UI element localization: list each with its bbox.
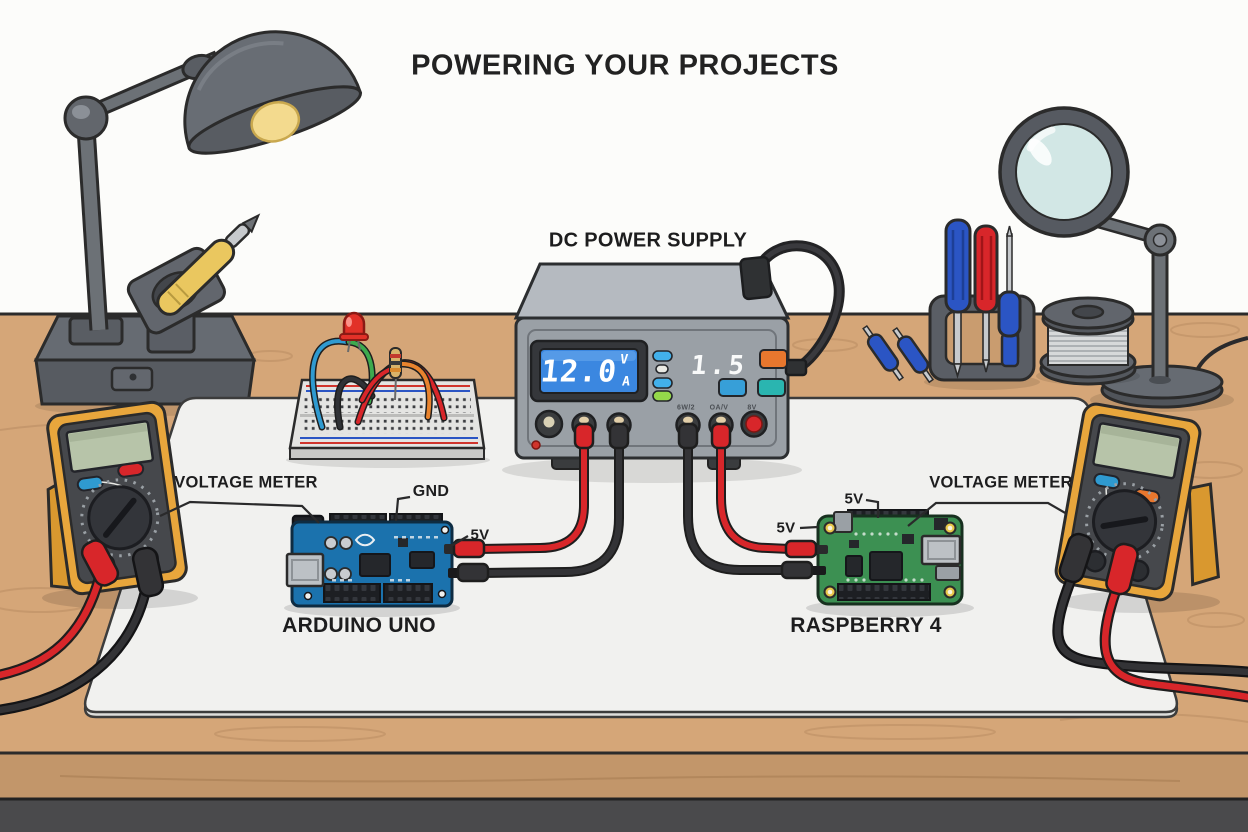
arduino-mcu-chip [359,553,391,577]
arduino-uno-board [284,513,460,617]
right-meter-leads [1052,532,1248,703]
rpi-5v-top-label: 5V [844,490,864,508]
desk-lamp [33,30,363,416]
indicator-lights [652,350,673,402]
solder-spool [1036,296,1140,386]
rpi-microusb-port [833,511,853,533]
rpi-5v-left-label: 5V [776,519,796,537]
left-meter-leads [0,539,165,716]
supply-current-readout: 1.5 [689,351,749,381]
work-mat [83,396,1179,719]
supply-button-teal [757,378,786,397]
supply-button-orange [759,349,788,369]
supply-jack-label-2: OA/V [709,404,729,412]
supply-current-unit: A [621,374,631,390]
voltage-meter-label-left: VOLTAGE METER [174,473,318,492]
raspberry-caption: RASPBERRY 4 [790,614,942,637]
callout-lines [159,495,1068,547]
rpi-soc-chip [869,551,903,581]
arduino-5v-label: 5V [470,526,490,544]
lamp-pivot [63,95,109,141]
right-meter-button-blue [1093,472,1121,490]
breadboard [286,311,490,468]
lamp-head [181,30,363,155]
supply-button-blue [718,378,747,397]
arduino-usb-port [285,552,325,588]
led-red [339,311,369,353]
resistor [389,347,402,401]
precision-screwdrivers [862,324,935,384]
supply-jack-label-1: 6W/2 [677,404,695,412]
supply-voltage-readout: 12.0 [539,354,619,390]
left-meter-button-blue [76,475,104,492]
screwdriver-blue [944,218,972,379]
supply-voltage-unit: V [619,352,629,368]
voltage-meter-label-right: VOLTAGE METER [929,473,1073,492]
supply-jack-label-3: 8V [747,404,757,412]
power-cord [739,240,845,377]
raspberry-pi-board [806,509,974,617]
lamp-bulb [250,101,301,143]
rpi-usb-port [920,534,962,566]
page-title: POWERING YOUR PROJECTS [411,49,839,82]
soldering-iron [156,213,261,316]
cable-plugs [444,538,828,583]
magnifier-lamp [998,106,1234,412]
left-multimeter [0,400,198,716]
left-meter-button-red [117,461,145,478]
screwdriver-mini [997,225,1022,368]
gnd-label: GND [412,483,450,500]
arduino-silkscreen [332,536,438,582]
rpi-silkscreen [846,532,924,582]
arduino-caption: ARDUINO UNO [282,614,436,637]
screwdriver-holder [924,218,1040,390]
power-cables [473,422,795,578]
right-multimeter [1052,402,1248,703]
screwdriver-red [973,224,999,373]
power-supply-label: DC POWER SUPPLY [548,229,748,252]
